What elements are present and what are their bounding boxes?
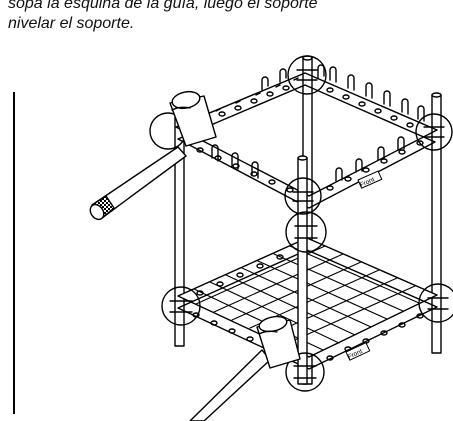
sleeve-callout-top-front [284,177,322,215]
sleeve-callout-top-back [287,55,327,95]
sleeve-callout-bottom-left [161,286,201,326]
instruction-text: sopa la esquina de la guía, luego el sop… [8,0,448,34]
margin-rule [13,92,15,414]
instruction-line-2: nivelar el soporte. [8,15,135,32]
hooks-back-right [329,66,425,122]
bottom-rail-loops [192,254,424,361]
sleeve-callout-mid-front [285,211,327,253]
hooks-front [211,136,405,182]
sleeve-callout-bottom-front [285,352,325,392]
post-front [297,155,308,385]
rail-loops-back-right [326,87,414,128]
mallet-lower [189,315,301,421]
sleeve-callout-bottom-right [418,283,453,323]
mallet-upper [89,90,217,221]
front-label-bottom [345,342,371,361]
sleeve-callout-top-right [415,113,453,151]
instruction-line-1: sopa la esquina de la guía, luego el sop… [8,0,318,12]
front-label-top [357,170,383,189]
post-right [431,92,442,354]
